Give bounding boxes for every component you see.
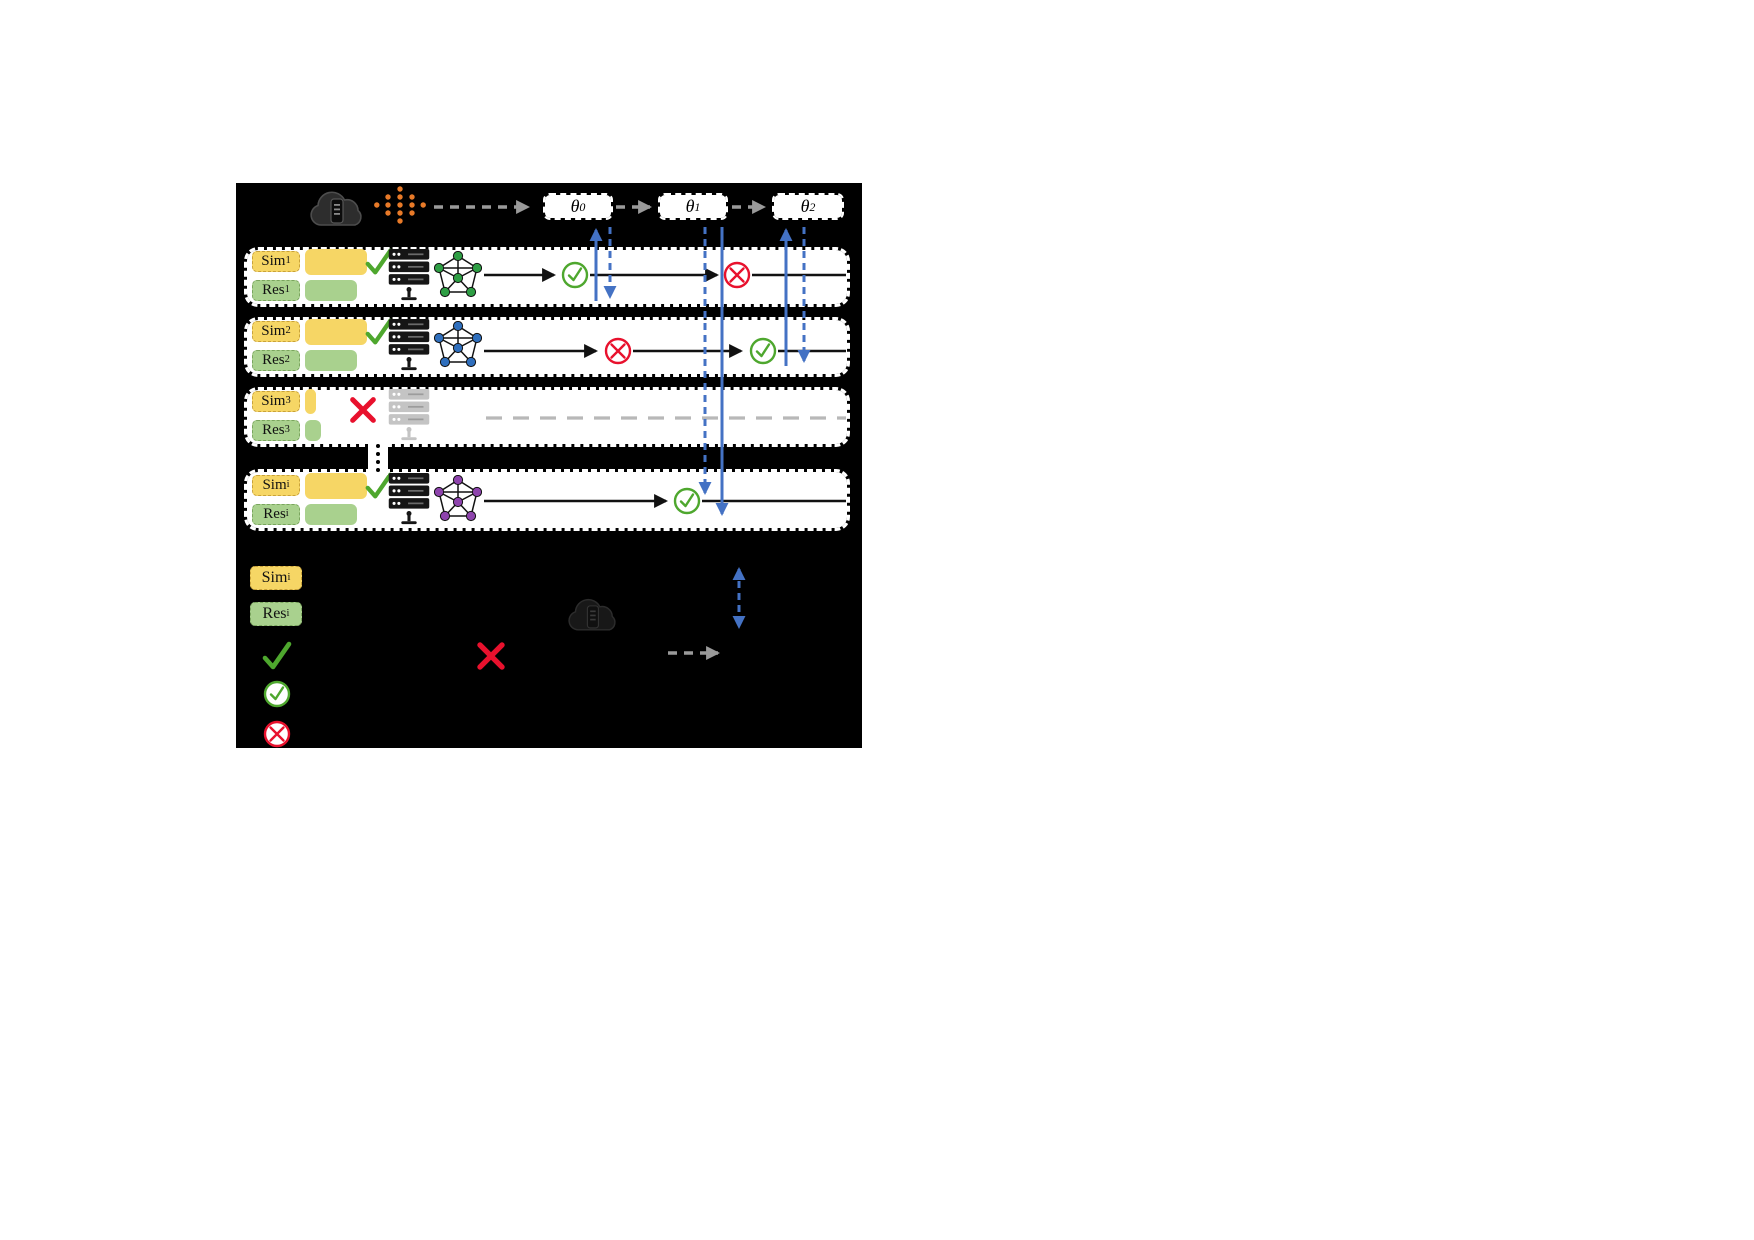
- legend-cloud-server-icon: [568, 598, 616, 631]
- failed-cross-icon: [350, 397, 376, 423]
- legend-failed-cross-icon: [477, 642, 505, 670]
- check-icon: [365, 318, 393, 345]
- theta1-label: θ: [685, 196, 695, 216]
- server-rack-icon: [388, 473, 430, 525]
- cloud-server-icon: [310, 191, 362, 226]
- theta0-label: θ: [570, 196, 580, 216]
- legend-accepted-check-icon: [263, 680, 291, 708]
- check-icon: [365, 248, 393, 275]
- sim2-progress-bar: [305, 319, 367, 345]
- server-rack-icon: [388, 319, 430, 371]
- sim1-progress-bar: [305, 249, 367, 275]
- worker-row-3: [244, 387, 850, 447]
- theta2-label: θ: [800, 196, 810, 216]
- res1-progress-bar: [305, 280, 357, 301]
- res3-progress-bar: [305, 420, 321, 441]
- data-points-icon: [374, 186, 426, 224]
- res2-progress-bar: [305, 350, 357, 371]
- neural-network-icon: [434, 475, 482, 522]
- server-rack-icon: [388, 249, 430, 301]
- sim3-progress-bar: [305, 389, 316, 414]
- neural-network-icon: [434, 251, 482, 298]
- server-rack-offline-icon: [388, 389, 430, 441]
- resi-progress-bar: [305, 504, 357, 525]
- rejected-cross-icon: [604, 337, 632, 365]
- check-icon: [365, 472, 393, 499]
- legend-check-icon: [262, 641, 292, 670]
- rejected-cross-icon: [723, 261, 751, 289]
- accepted-check-icon: [749, 337, 777, 365]
- neural-network-icon: [434, 321, 482, 368]
- legend-rejected-cross-icon: [263, 720, 291, 748]
- accepted-check-icon: [561, 261, 589, 289]
- accepted-check-icon: [673, 487, 701, 515]
- simi-progress-bar: [305, 473, 367, 499]
